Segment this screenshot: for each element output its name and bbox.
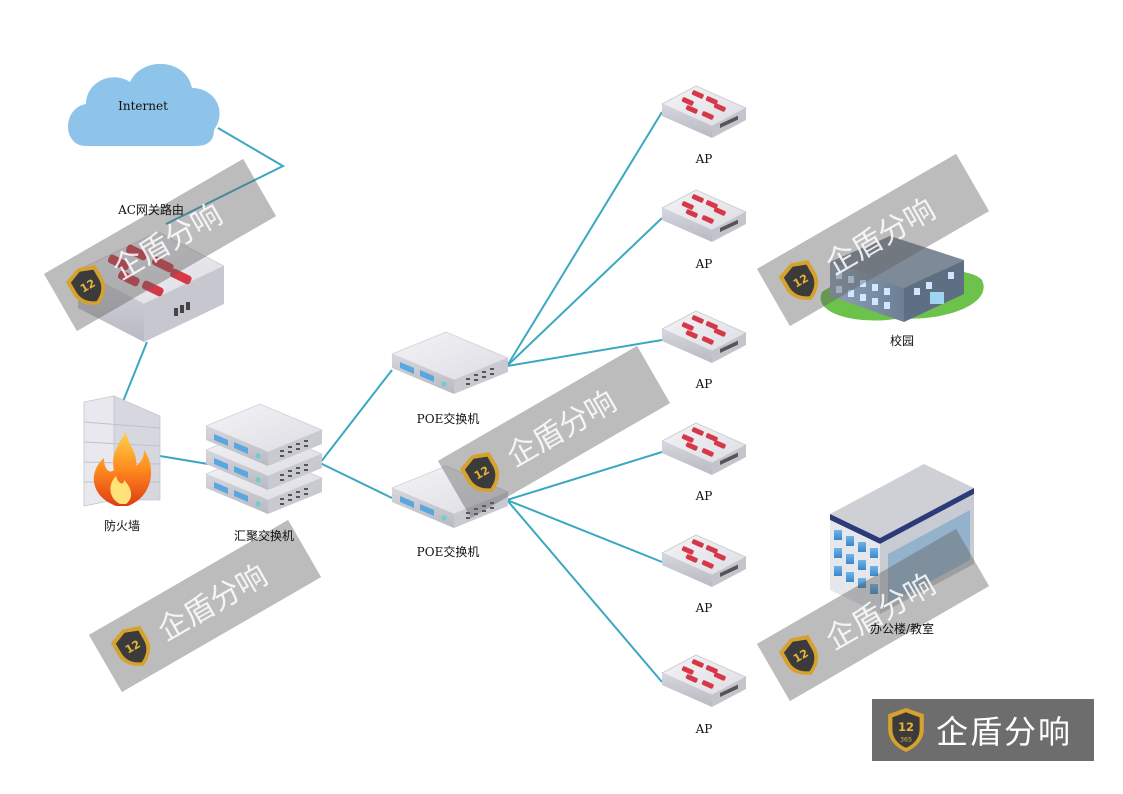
ap-3-icon [661, 310, 747, 364]
ap-5-icon [661, 534, 747, 588]
link-poe2-ap4 [506, 451, 663, 501]
aggregation-switch-icon [205, 403, 323, 515]
links [121, 111, 663, 683]
poe-switch-1-icon [391, 331, 509, 395]
internet-label: Internet [118, 99, 168, 113]
link-firewall-agg [159, 455, 209, 465]
ac-router-icon [77, 231, 225, 342]
ap-5-label: AP [695, 601, 713, 615]
ap-3-label: AP [695, 377, 713, 391]
firewall-label: 防火墙 [103, 519, 141, 533]
brand-logo: 12 365 企盾分响 [872, 699, 1094, 761]
ap-1-icon [661, 85, 747, 139]
office-label: 办公楼/教室 [869, 622, 935, 636]
poe-switch-1-label: POE交换机 [416, 412, 480, 426]
poe-switch-2-label: POE交换机 [416, 545, 480, 559]
link-poe1-ap2 [506, 217, 663, 367]
link-router-firewall [121, 341, 148, 405]
ap-6-label: AP [695, 722, 713, 736]
ap-1-label: AP [695, 152, 713, 166]
link-agg-poe1 [319, 369, 393, 464]
link-poe1-ap3 [506, 339, 663, 367]
svg-text:12: 12 [898, 720, 914, 734]
ap-2-icon [661, 189, 747, 243]
link-internet-router [165, 127, 286, 225]
campus-label: 校园 [889, 334, 915, 348]
firewall-icon [83, 395, 161, 507]
shield-logo-icon: 12 365 [888, 708, 924, 752]
link-agg-poe2 [319, 462, 393, 499]
ap-4-label: AP [695, 489, 713, 503]
ap-4-icon [661, 422, 747, 476]
watermark-4: 企盾分响 [88, 519, 322, 693]
link-poe2-ap5 [506, 499, 663, 563]
link-poe2-ap6 [506, 499, 663, 683]
svg-text:365: 365 [900, 737, 912, 744]
ap-6-icon [661, 654, 747, 708]
link-poe1-ap1 [506, 111, 663, 367]
agg-switch-label: 汇聚交换机 [233, 529, 295, 543]
campus-building-icon [820, 236, 984, 322]
office-building-icon [830, 464, 974, 614]
ac-router-label: AC网关路由 [118, 203, 184, 217]
internet-cloud-icon [68, 63, 220, 146]
ap-2-label: AP [695, 257, 713, 271]
brand-logo-text: 企盾分响 [936, 713, 1073, 751]
